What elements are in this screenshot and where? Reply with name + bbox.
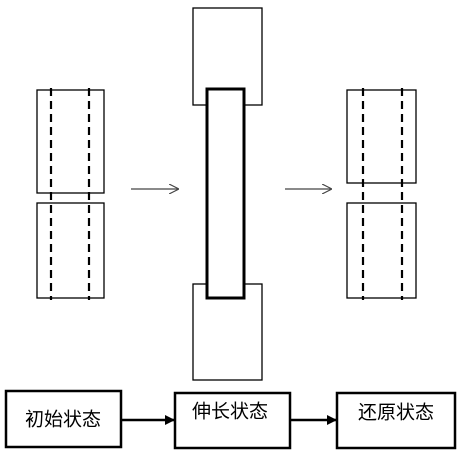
stretched-core-rod — [205, 87, 246, 300]
state-flow: 初始状态 伸长状态 还原状态 — [4, 389, 457, 450]
initial-state-label: 初始状态 — [25, 409, 101, 431]
restored-state-label: 还原状态 — [358, 402, 434, 424]
stretched-state-figure — [192, 7, 263, 381]
stretched-state-label: 伸长状态 — [192, 401, 268, 423]
restored-state-figure — [346, 88, 417, 300]
restored-state-box — [335, 391, 457, 450]
initial-lower-block — [36, 202, 105, 299]
restored-lower-block — [346, 202, 417, 299]
initial-state-figure — [36, 88, 105, 300]
initial-upper-block — [36, 89, 105, 194]
restored-upper-block — [346, 89, 417, 184]
